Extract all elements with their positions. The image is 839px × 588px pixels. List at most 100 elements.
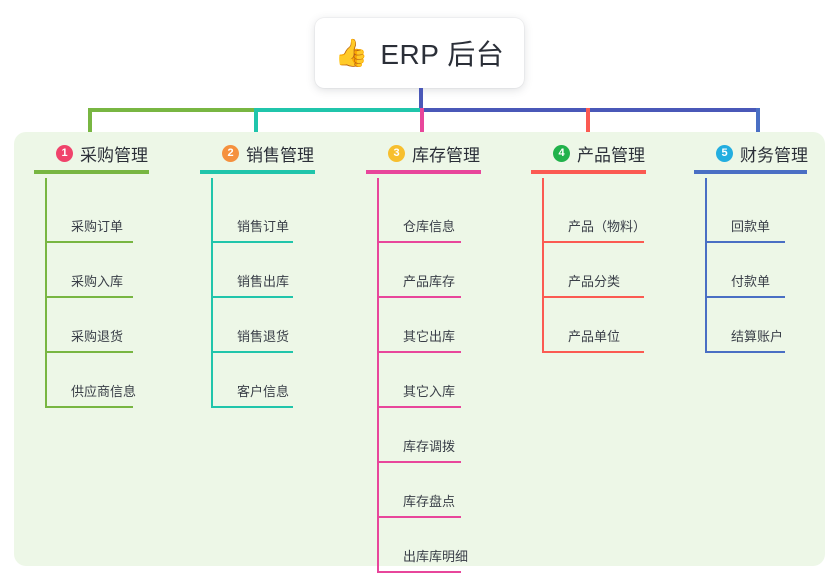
submodule-item[interactable]: 库存盘点 [377, 463, 461, 518]
module-header-4[interactable]: 4 产品管理 [531, 140, 681, 166]
module-header-rule [34, 170, 149, 174]
module-header-3[interactable]: 3 库存管理 [366, 140, 516, 166]
submodule-item[interactable]: 其它出库 [377, 298, 461, 353]
submodule-label: 销售退货 [237, 329, 290, 344]
submodule-label: 客户信息 [237, 384, 290, 399]
module-column-5: 5 财务管理回款单付款单结算账户 [694, 140, 834, 353]
module-header-2[interactable]: 2 销售管理 [200, 140, 350, 166]
submodule-rule [211, 406, 293, 408]
submodule-item[interactable]: 采购入库 [45, 243, 133, 298]
submodule-label: 仓库信息 [403, 219, 456, 234]
bus-drop-2 [254, 108, 258, 138]
submodule-item[interactable]: 销售退货 [211, 298, 293, 353]
submodule-rule [542, 351, 644, 353]
submodule-rule [45, 406, 133, 408]
module-spine [542, 178, 544, 353]
module-header-5[interactable]: 5 财务管理 [694, 140, 834, 166]
module-spine [705, 178, 707, 353]
submodule-label: 销售订单 [237, 219, 290, 234]
submodule-item[interactable]: 库存调拨 [377, 408, 461, 463]
submodule-rule [45, 351, 133, 353]
module-number-badge: 4 [553, 144, 570, 162]
submodule-item[interactable]: 销售订单 [211, 188, 293, 243]
submodule-label: 其它出库 [403, 329, 456, 344]
module-column-3: 3 库存管理仓库信息产品库存其它出库其它入库库存调拨库存盘点出库库明细 [366, 140, 516, 573]
submodule-label: 采购订单 [71, 219, 124, 234]
submodule-item[interactable]: 出库库明细 [377, 518, 468, 573]
submodule-label: 库存调拨 [403, 439, 456, 454]
submodule-rule [45, 241, 133, 243]
submodule-label: 付款单 [731, 274, 771, 289]
bus-drop-5 [756, 108, 760, 138]
module-header-rule [531, 170, 646, 174]
module-header-rule [694, 170, 807, 174]
module-spine [211, 178, 213, 408]
submodule-rule [377, 241, 461, 243]
submodule-item[interactable]: 采购订单 [45, 188, 133, 243]
module-number-badge: 3 [388, 144, 405, 162]
submodule-item[interactable]: 其它入库 [377, 353, 461, 408]
submodule-item[interactable]: 付款单 [705, 243, 785, 298]
submodule-label: 产品单位 [568, 329, 621, 344]
module-column-4: 4 产品管理产品（物料） 产品分类产品单位 [531, 140, 681, 353]
module-number-badge: 1 [56, 144, 73, 162]
module-number-badge: 5 [716, 144, 733, 162]
submodule-item[interactable]: 供应商信息 [45, 353, 137, 408]
submodule-label: 结算账户 [731, 329, 784, 344]
submodule-item[interactable]: 采购退货 [45, 298, 133, 353]
submodule-rule [211, 296, 293, 298]
submodule-label: 回款单 [731, 219, 771, 234]
root-node[interactable]: 👍 ERP 后台 [315, 18, 524, 88]
submodule-rule [377, 571, 461, 573]
submodule-rule [542, 241, 644, 243]
thumbs-up-icon: 👍 [334, 37, 369, 68]
submodule-rule [211, 241, 293, 243]
submodule-item[interactable]: 仓库信息 [377, 188, 461, 243]
submodule-label: 其它入库 [403, 384, 456, 399]
submodule-rule [377, 461, 461, 463]
bus-drop-4 [586, 108, 590, 138]
submodule-rule [542, 296, 644, 298]
module-title: 库存管理 [412, 145, 480, 165]
submodule-label: 产品（物料） [568, 219, 647, 234]
module-header-rule [200, 170, 315, 174]
module-title: 产品管理 [577, 145, 645, 165]
submodule-item[interactable]: 结算账户 [705, 298, 785, 353]
submodule-label: 销售出库 [237, 274, 290, 289]
bus-drop-3 [420, 108, 424, 138]
submodule-rule [377, 351, 461, 353]
submodule-item[interactable]: 产品（物料） [542, 188, 647, 243]
submodule-rule [705, 296, 785, 298]
bus-segment-1 [88, 108, 254, 112]
root-title: ERP 后台 [380, 39, 505, 70]
submodule-item[interactable]: 产品分类 [542, 243, 644, 298]
module-title: 财务管理 [740, 145, 808, 165]
submodule-item[interactable]: 产品库存 [377, 243, 461, 298]
module-column-2: 2 销售管理销售订单销售出库销售退货客户信息 [200, 140, 350, 408]
module-title: 销售管理 [246, 145, 314, 165]
module-header-rule [366, 170, 481, 174]
submodule-item[interactable]: 客户信息 [211, 353, 293, 408]
submodule-rule [377, 406, 461, 408]
submodule-item[interactable]: 产品单位 [542, 298, 644, 353]
submodule-label: 采购入库 [71, 274, 124, 289]
submodule-item[interactable]: 回款单 [705, 188, 785, 243]
bus-segment-2 [254, 108, 420, 112]
submodule-label: 供应商信息 [71, 384, 137, 399]
submodule-label: 出库库明细 [403, 549, 469, 564]
submodule-label: 库存盘点 [403, 494, 456, 509]
submodule-rule [705, 241, 785, 243]
module-number-badge: 2 [222, 144, 239, 162]
submodule-rule [45, 296, 133, 298]
bus-drop-1 [88, 108, 92, 138]
submodule-rule [705, 351, 785, 353]
submodule-item[interactable]: 销售出库 [211, 243, 293, 298]
modules-panel [14, 132, 825, 566]
submodule-rule [377, 296, 461, 298]
root-stem-connector [419, 88, 423, 110]
submodule-rule [377, 516, 461, 518]
module-spine [45, 178, 47, 408]
